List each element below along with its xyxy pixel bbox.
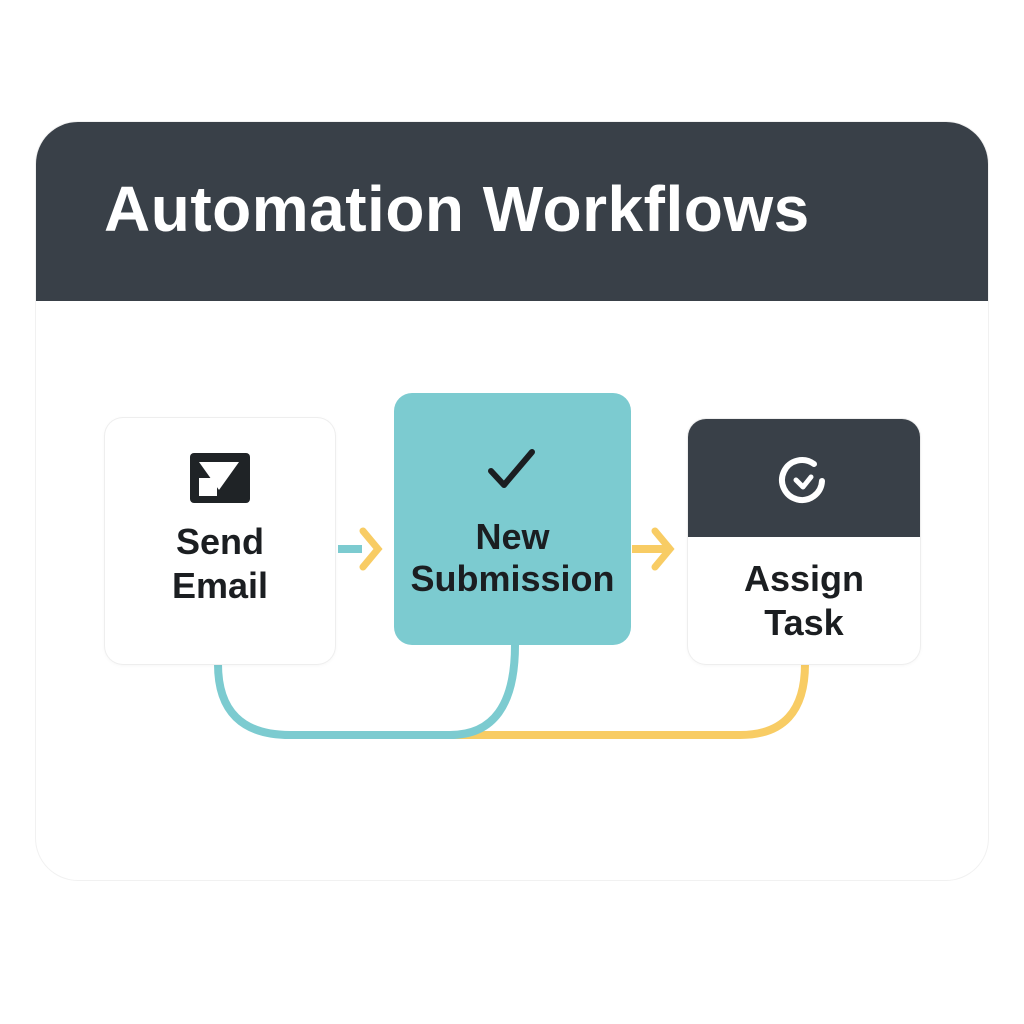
panel-header: Automation Workflows xyxy=(36,122,988,301)
node-label-line1: Send xyxy=(175,521,264,562)
checkmark-icon xyxy=(488,449,535,488)
node-label-line2: Email xyxy=(171,565,269,606)
node-label-line2: Submission xyxy=(410,558,615,599)
mail-icon xyxy=(190,453,250,503)
node-assign-task[interactable]: Assign Task xyxy=(688,419,920,664)
page-title: Automation Workflows xyxy=(104,173,810,245)
circular-check-icon xyxy=(779,457,825,503)
yellow-connector xyxy=(450,663,809,739)
node-label-line2: Task xyxy=(764,602,844,643)
teal-connector xyxy=(214,644,519,739)
node-label-line1: Assign xyxy=(743,558,865,599)
arrow-1-head-icon xyxy=(359,527,383,571)
node-new-submission[interactable]: New Submission xyxy=(394,393,631,645)
node-label-line1: New xyxy=(475,516,550,557)
node-send-email[interactable]: Send Email xyxy=(105,418,335,664)
node-header xyxy=(688,419,920,537)
arrow-2-head-icon xyxy=(651,527,675,571)
